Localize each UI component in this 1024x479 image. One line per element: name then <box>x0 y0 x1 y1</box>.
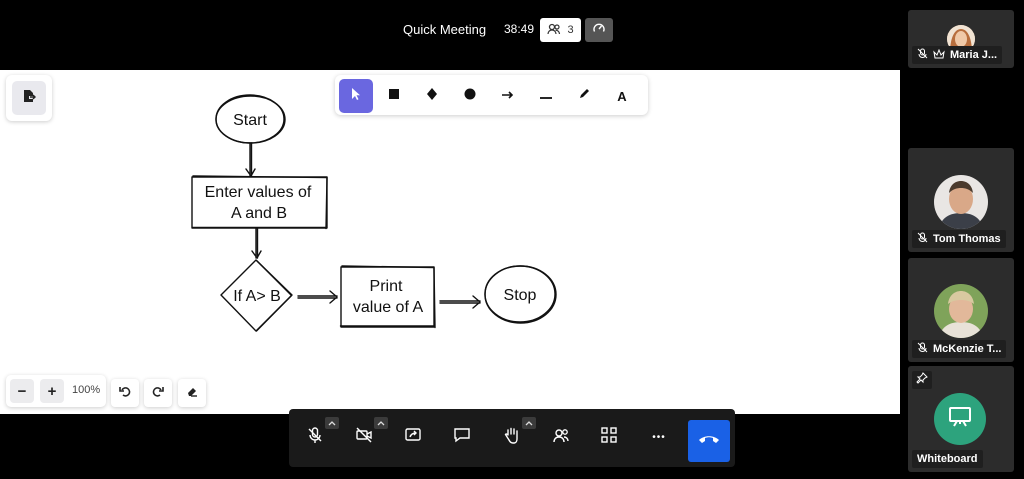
select-icon <box>350 87 362 106</box>
redo-button[interactable] <box>144 379 172 407</box>
mic-options-caret[interactable] <box>325 417 339 429</box>
tool-text[interactable]: A <box>605 79 639 113</box>
drawing-toolbar: A <box>335 75 648 115</box>
circle-icon <box>464 87 476 105</box>
zoom-level: 100% <box>72 384 101 396</box>
diamond-icon <box>426 87 438 105</box>
zoom-in-button[interactable]: + <box>40 379 64 403</box>
flowchart-drawing: Start Enter values of A and B If A> B Pr… <box>191 94 557 332</box>
mic-muted-icon <box>306 426 324 449</box>
participants-icon <box>552 426 570 449</box>
share-screen-icon <box>404 426 422 449</box>
avatar <box>934 175 988 229</box>
video-off-icon <box>355 426 373 449</box>
flow-condition-label: If A> B <box>233 288 281 305</box>
video-button[interactable] <box>349 422 379 452</box>
grid-view-icon <box>600 426 618 449</box>
share-screen-button[interactable] <box>398 422 428 452</box>
chat-button[interactable] <box>447 422 477 452</box>
arrow-icon <box>501 87 515 105</box>
participants-count-button[interactable]: 3 <box>540 18 581 42</box>
mic-muted-icon <box>917 342 928 356</box>
participant-name-tag: Maria J... <box>912 46 1003 64</box>
undo-icon <box>119 384 131 402</box>
flow-start-label: Start <box>233 112 267 129</box>
participants-icon <box>547 23 561 38</box>
redo-icon <box>152 384 164 402</box>
tool-rectangle[interactable] <box>377 79 411 113</box>
line-icon <box>539 87 553 105</box>
video-options-caret[interactable] <box>374 417 388 429</box>
pin-icon <box>916 371 928 389</box>
flow-print-label-line1: Print <box>370 278 403 295</box>
participant-name: McKenzie T... <box>933 343 1002 355</box>
tool-pencil[interactable] <box>567 79 601 113</box>
participants-count: 3 <box>567 24 574 36</box>
participant-name-tag: Tom Thomas <box>912 230 1006 248</box>
participant-name: Maria J... <box>950 49 998 61</box>
participant-tile-tom[interactable]: Tom Thomas <box>908 148 1014 252</box>
participant-name: Tom Thomas <box>933 233 1001 245</box>
rectangle-icon <box>388 87 400 105</box>
undo-button[interactable] <box>111 379 139 407</box>
whiteboard-label-tag: Whiteboard <box>912 450 983 468</box>
flow-print-label-line2: value of A <box>353 299 424 316</box>
export-icon <box>22 89 36 108</box>
top-bar: Quick Meeting 38:49 3 <box>0 0 900 62</box>
hand-options-caret[interactable] <box>522 417 536 429</box>
whiteboard-avatar <box>934 393 986 445</box>
grid-view-button[interactable] <box>594 422 624 452</box>
participant-tile-maria[interactable]: Maria J... <box>908 10 1014 68</box>
participant-tile-mckenzie[interactable]: McKenzie T... <box>908 258 1014 362</box>
text-icon: A <box>617 88 627 104</box>
flow-input-label-line2: A and B <box>231 205 287 222</box>
eraser-icon <box>186 384 198 402</box>
eraser-button[interactable] <box>178 379 206 407</box>
chat-icon <box>453 426 471 449</box>
export-tool[interactable] <box>6 75 52 121</box>
whiteboard-canvas[interactable]: A Start <box>0 70 900 414</box>
host-crown-icon <box>933 48 945 62</box>
tool-arrow[interactable] <box>491 79 525 113</box>
presentation-board-icon <box>948 406 972 433</box>
end-call-icon <box>698 432 720 450</box>
participants-button[interactable] <box>546 422 576 452</box>
raise-hand-button[interactable] <box>497 422 527 452</box>
flow-input-label-line1: Enter values of <box>205 184 312 201</box>
pencil-icon <box>578 87 591 105</box>
meeting-title: Quick Meeting <box>403 22 487 37</box>
meeting-timer: 38:49 <box>504 22 535 36</box>
mic-muted-icon <box>917 232 928 246</box>
pin-button[interactable] <box>912 371 932 389</box>
meeting-control-bar: ••• <box>289 409 735 467</box>
whiteboard-tile[interactable]: Whiteboard <box>908 366 1014 472</box>
avatar <box>934 284 988 338</box>
more-button[interactable]: ••• <box>644 422 674 452</box>
connection-speed-button[interactable] <box>585 18 613 42</box>
more-icon: ••• <box>652 431 666 443</box>
gauge-icon <box>592 21 606 40</box>
mic-muted-icon <box>917 48 928 62</box>
mic-button[interactable] <box>300 422 330 452</box>
tool-line[interactable] <box>529 79 563 113</box>
participant-name-tag: McKenzie T... <box>912 340 1007 358</box>
zoom-out-button[interactable]: − <box>10 379 34 403</box>
whiteboard-label: Whiteboard <box>917 453 978 465</box>
flow-stop-label: Stop <box>504 287 537 304</box>
tool-circle[interactable] <box>453 79 487 113</box>
tool-select[interactable] <box>339 79 373 113</box>
zoom-controls: − + 100% <box>6 375 106 407</box>
end-call-button[interactable] <box>688 420 730 462</box>
tool-diamond[interactable] <box>415 79 449 113</box>
raise-hand-icon <box>503 426 521 449</box>
